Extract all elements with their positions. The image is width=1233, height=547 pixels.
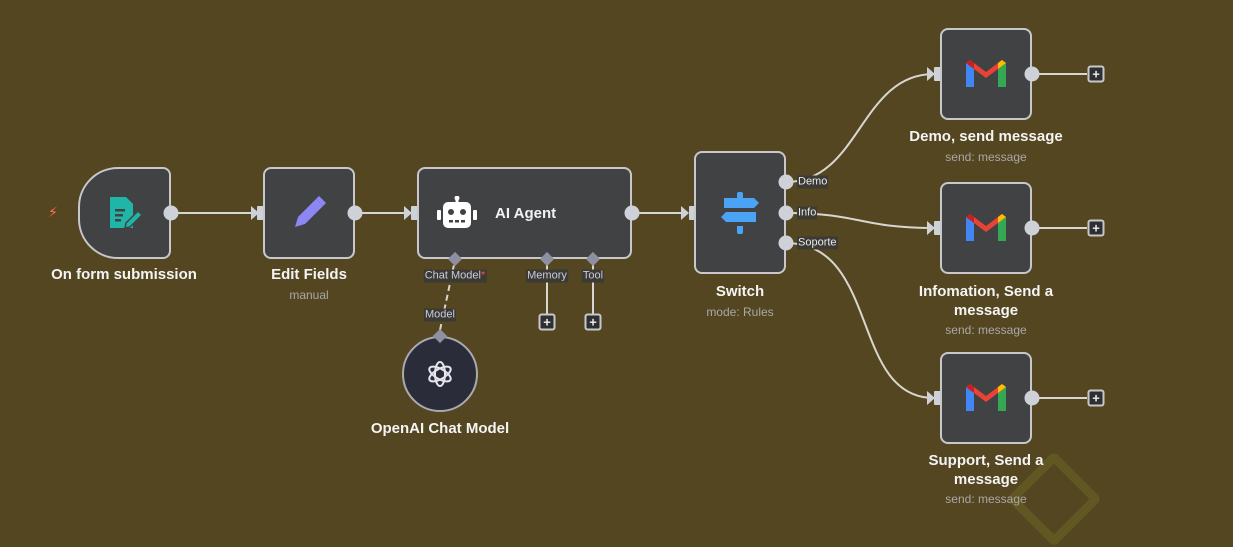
switch-title: Switch: [715, 283, 765, 300]
gmail-demo-input-handle[interactable]: [934, 67, 941, 81]
node-openai-chat-model[interactable]: [402, 336, 478, 412]
ai-agent-title: AI Agent: [495, 204, 557, 222]
gmail-info-add-button[interactable]: +: [1087, 219, 1105, 237]
gmail-info-output-handle[interactable]: [1024, 220, 1040, 236]
chat-model-port-label: Chat Model*: [423, 269, 487, 283]
add-tool-button[interactable]: +: [584, 313, 602, 331]
switch-soporte-output-handle[interactable]: [778, 235, 794, 251]
memory-port-label: Memory: [526, 269, 568, 283]
gmail-demo-title: Demo, send message: [909, 128, 1063, 145]
form-trigger-output-handle[interactable]: [163, 205, 179, 221]
gmail-info-title-line2: message: [953, 302, 1019, 319]
gmail-icon: [966, 60, 1006, 87]
gmail-support-title-line2: message: [953, 471, 1019, 488]
openai-icon: [428, 361, 452, 387]
branch-label-demo: Demo: [797, 175, 829, 189]
add-memory-button[interactable]: +: [538, 313, 556, 331]
form-icon: [109, 197, 143, 229]
edit-fields-subtitle: manual: [289, 288, 329, 302]
gmail-demo-add-button[interactable]: +: [1087, 65, 1105, 83]
ai-agent-output-handle[interactable]: [624, 205, 640, 221]
switch-input-handle[interactable]: [689, 206, 696, 220]
required-marker: *: [480, 269, 486, 282]
switch-demo-output-handle[interactable]: [778, 174, 794, 190]
node-form-trigger[interactable]: [78, 167, 171, 259]
lightning-bolt-icon: ⚡︎: [48, 204, 58, 220]
edit-fields-output-handle[interactable]: [347, 205, 363, 221]
gmail-support-add-button[interactable]: +: [1087, 389, 1105, 407]
tool-port-label: Tool: [581, 269, 605, 283]
edge-switch-soporte-to-gmail-support[interactable]: [785, 242, 935, 399]
pencil-icon: [295, 196, 326, 227]
gmail-support-input-handle[interactable]: [934, 391, 941, 405]
gmail-icon: [966, 384, 1006, 411]
edit-fields-title: Edit Fields: [271, 266, 347, 283]
branch-label-soporte: Soporte: [797, 236, 838, 250]
gmail-support-title-line1: Support, Send a: [928, 452, 1044, 469]
gmail-info-input-handle[interactable]: [934, 221, 941, 235]
node-gmail-info[interactable]: [940, 182, 1032, 274]
model-port-label: Model: [424, 308, 456, 322]
node-gmail-support[interactable]: [940, 352, 1032, 444]
gmail-support-output-handle[interactable]: [1024, 390, 1040, 406]
form-trigger-title: On form submission: [51, 266, 197, 283]
gmail-demo-output-handle[interactable]: [1024, 66, 1040, 82]
node-edit-fields[interactable]: [263, 167, 355, 259]
node-ai-agent[interactable]: AI Agent: [417, 167, 632, 259]
edit-fields-input-handle[interactable]: [257, 206, 264, 220]
gmail-support-subtitle: send: message: [945, 492, 1027, 506]
gmail-demo-subtitle: send: message: [945, 150, 1027, 164]
robot-icon: [437, 196, 477, 228]
gmail-info-title-line1: Infomation, Send a: [918, 283, 1054, 300]
branch-label-info: Info: [797, 206, 818, 220]
signpost-icon: [721, 191, 759, 234]
openai-chat-model-title: OpenAI Chat Model: [370, 420, 510, 437]
gmail-icon: [966, 214, 1006, 241]
switch-info-output-handle[interactable]: [778, 205, 794, 221]
node-switch[interactable]: [694, 151, 786, 274]
node-gmail-demo[interactable]: [940, 28, 1032, 120]
switch-subtitle: mode: Rules: [706, 305, 774, 319]
gmail-info-subtitle: send: message: [945, 323, 1027, 337]
ai-agent-input-handle[interactable]: [411, 206, 418, 220]
